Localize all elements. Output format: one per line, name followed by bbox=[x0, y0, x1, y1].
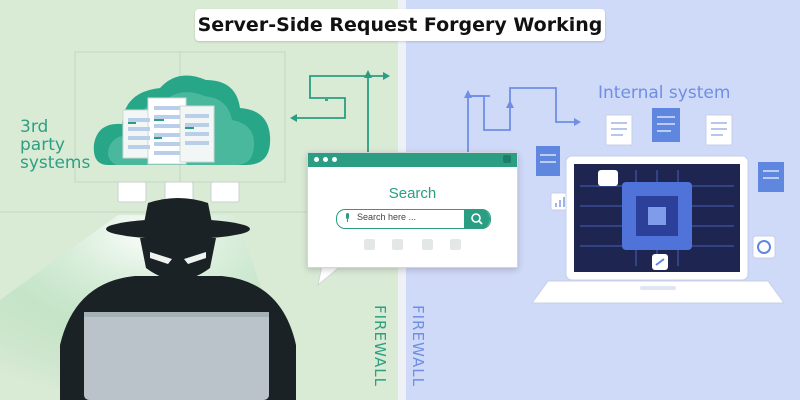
server-rack-icon bbox=[122, 97, 215, 165]
hacker-laptop-icon bbox=[84, 312, 269, 400]
refresh-icon bbox=[757, 240, 771, 254]
window-dot bbox=[332, 157, 337, 162]
firewall-label-left: FIREWALL bbox=[371, 305, 389, 387]
nav-forward-icon[interactable] bbox=[392, 239, 403, 250]
nav-refresh-icon[interactable] bbox=[422, 239, 433, 250]
search-button[interactable] bbox=[464, 209, 490, 229]
label-line: 3rd bbox=[20, 117, 49, 137]
chart-icon bbox=[555, 197, 565, 207]
search-icon bbox=[471, 213, 483, 225]
label-line: party bbox=[20, 135, 65, 155]
browser-title-bar bbox=[308, 153, 517, 167]
request-arrowheads-green bbox=[290, 70, 390, 122]
window-close-icon[interactable] bbox=[503, 155, 511, 163]
document-icons bbox=[536, 108, 784, 192]
third-party-systems-label: 3rd party systems bbox=[20, 118, 90, 172]
search-heading: Search bbox=[388, 185, 437, 202]
nav-back-icon[interactable] bbox=[364, 239, 375, 250]
firewall-label-right: FIREWALL bbox=[409, 305, 427, 387]
nav-settings-icon[interactable] bbox=[450, 239, 461, 250]
monitor-icons bbox=[117, 181, 240, 203]
window-dot bbox=[314, 157, 319, 162]
search-browser-window: Search Search here ... bbox=[307, 152, 518, 268]
diagram-title: Server-Side Request Forgery Working bbox=[195, 9, 605, 41]
chip-icon bbox=[622, 182, 692, 250]
internal-arrowheads-blue bbox=[464, 90, 581, 126]
label-line: systems bbox=[20, 153, 91, 173]
microphone-icon bbox=[346, 213, 349, 222]
cloud-badge-icon bbox=[598, 170, 618, 186]
search-placeholder: Search here ... bbox=[357, 212, 417, 222]
search-input[interactable]: Search here ... bbox=[336, 209, 491, 229]
link-icon bbox=[655, 258, 665, 266]
internal-arrows-blue bbox=[467, 87, 575, 152]
internal-system-label: Internal system bbox=[598, 83, 731, 103]
window-dot bbox=[323, 157, 328, 162]
